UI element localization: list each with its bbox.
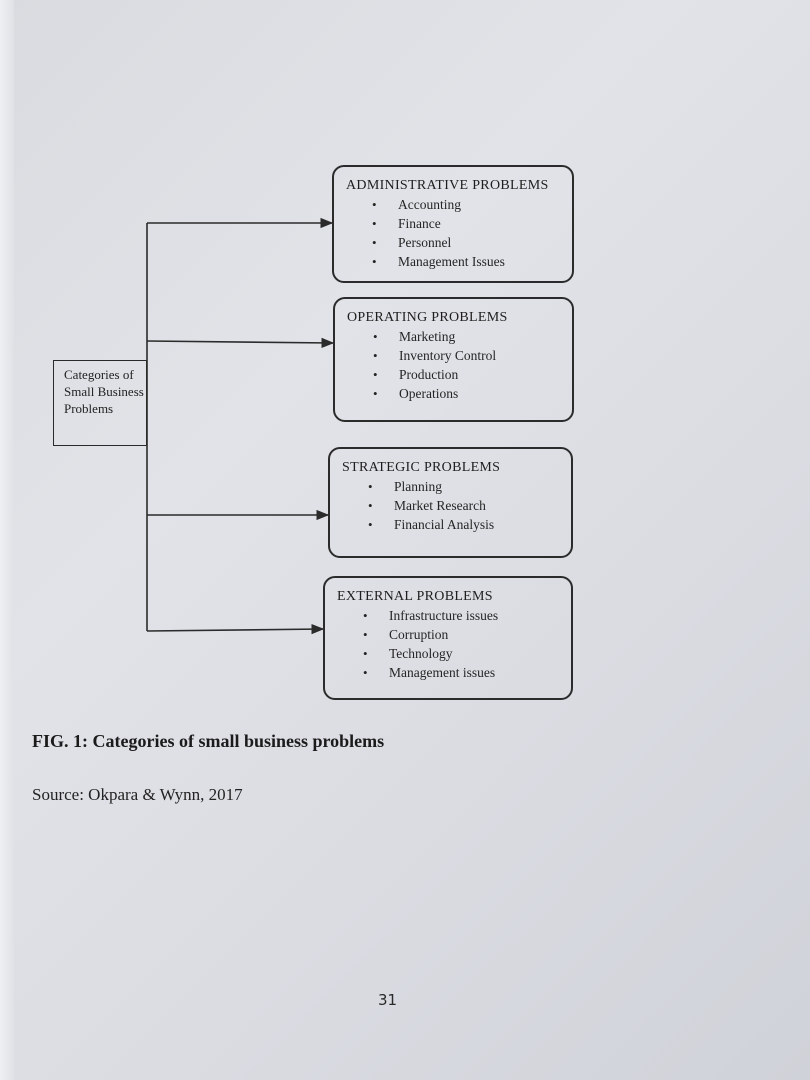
list-item: •Corruption — [363, 627, 449, 642]
list-item: •Management Issues — [372, 254, 505, 269]
bullet-icon: • — [368, 479, 373, 494]
arrow-external — [146, 624, 325, 635]
list-item: •Personnel — [372, 235, 452, 250]
category-items: •Infrastructure issues •Corruption •Tech… — [337, 606, 571, 682]
page-edge — [0, 0, 14, 1080]
figure-source: Source: Okpara & Wynn, 2017 — [32, 785, 243, 804]
list-item: •Financial Analysis — [368, 517, 495, 532]
figure-caption: FIG. 1: Categories of small business pro… — [32, 731, 385, 751]
list-item: •Management issues — [363, 665, 496, 680]
bullet-icon: • — [368, 517, 373, 532]
bullet-icon: • — [373, 329, 378, 344]
bullet-icon: • — [363, 646, 368, 661]
list-item: •Planning — [368, 479, 443, 494]
list-item: •Finance — [372, 216, 441, 231]
list-item: •Production — [373, 367, 459, 382]
bullet-icon: • — [363, 665, 368, 680]
category-title: STRATEGIC PROBLEMS — [342, 460, 501, 475]
category-box-external: EXTERNAL PROBLEMS •Infrastructure issues… — [323, 576, 573, 700]
bullet-icon: • — [373, 367, 378, 382]
bullet-icon: • — [372, 254, 377, 269]
category-items: •Accounting •Finance •Personnel •Managem… — [346, 195, 572, 271]
bullet-icon: • — [368, 498, 373, 513]
bullet-icon: • — [372, 216, 377, 231]
bullet-icon: • — [372, 197, 377, 212]
list-item: •Infrastructure issues — [363, 608, 499, 623]
category-box-operating: OPERATING PROBLEMS •Marketing •Inventory… — [333, 297, 574, 422]
source-node: Categories of Small Business Problems — [53, 360, 147, 446]
category-title: ADMINISTRATIVE PROBLEMS — [346, 178, 549, 193]
category-items: •Planning •Market Research •Financial An… — [342, 477, 571, 534]
page-number: 31 — [378, 991, 398, 1009]
bullet-icon: • — [373, 386, 378, 401]
bullet-icon: • — [373, 348, 378, 363]
bullet-icon: • — [363, 608, 368, 623]
category-title: OPERATING PROBLEMS — [347, 310, 508, 325]
category-items: •Marketing •Inventory Control •Productio… — [347, 327, 572, 403]
bullet-icon: • — [363, 627, 368, 642]
category-box-administrative: ADMINISTRATIVE PROBLEMS •Accounting •Fin… — [332, 165, 574, 283]
list-item: •Operations — [373, 386, 459, 401]
bullet-icon: • — [372, 235, 377, 250]
list-item: •Inventory Control — [373, 348, 497, 363]
list-item: •Market Research — [368, 498, 486, 513]
list-item: •Technology — [363, 646, 453, 661]
category-title: EXTERNAL PROBLEMS — [337, 589, 493, 604]
category-box-strategic: STRATEGIC PROBLEMS •Planning •Market Res… — [328, 447, 573, 558]
list-item: •Marketing — [373, 329, 456, 344]
arrow-operating — [146, 337, 335, 348]
list-item: •Accounting — [372, 197, 461, 212]
